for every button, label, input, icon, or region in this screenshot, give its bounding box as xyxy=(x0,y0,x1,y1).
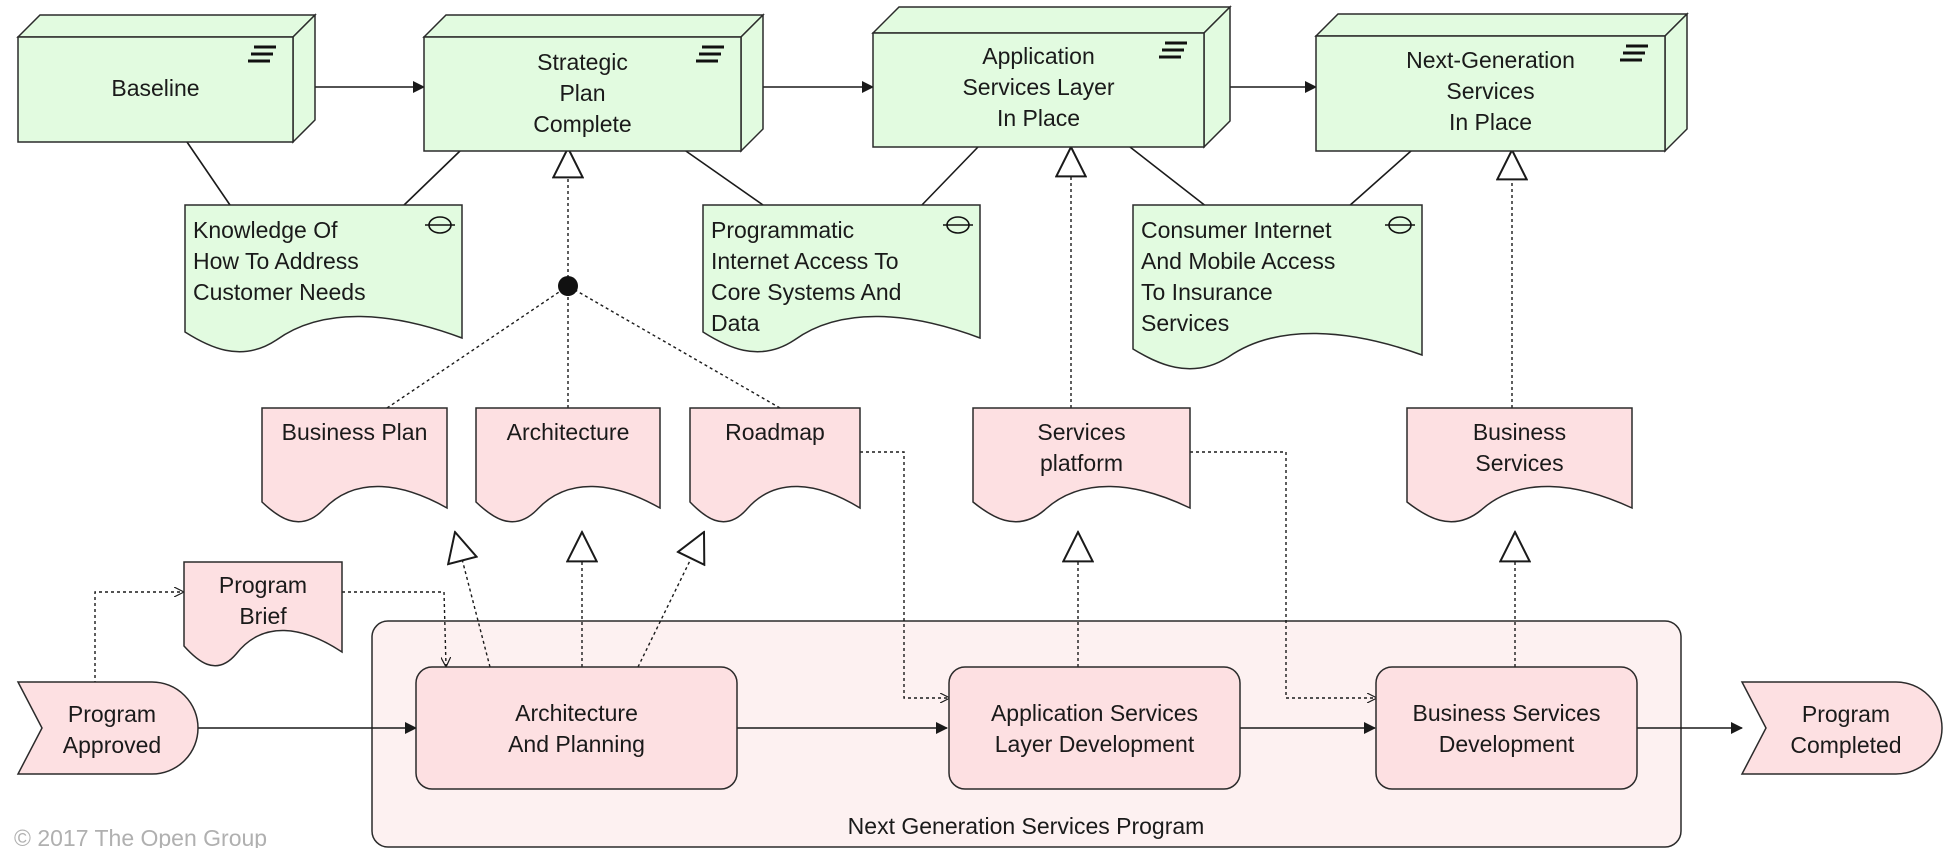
plateau-baseline-line: Baseline xyxy=(111,75,199,101)
plateau-next-generation-services-line: In Place xyxy=(1449,109,1532,135)
deliverable-business-plan[interactable]: Business Plan xyxy=(261,407,448,523)
business-plan-to-junction xyxy=(386,285,569,409)
application-consumer-link xyxy=(1129,146,1208,208)
deliverable-services-platform[interactable]: Services platform xyxy=(972,407,1191,523)
arch-planning-to-business-plan xyxy=(455,532,491,668)
stacked-lines-icon xyxy=(696,45,724,63)
plateau-baseline[interactable]: Baseline xyxy=(16,13,317,144)
event-program-completed-line: Completed xyxy=(1790,732,1901,758)
outcome-knowledge-customer-needs-line: How To Address xyxy=(193,248,359,274)
outcome-consumer-internet-mobile-line: Consumer Internet xyxy=(1141,217,1332,243)
strategic-programmatic-link xyxy=(682,148,764,206)
outcome-programmatic-internet-access-line: Programmatic xyxy=(711,217,854,243)
work-package-application-services-line: Application Services xyxy=(991,700,1198,726)
realization-connectors xyxy=(94,147,1515,698)
platform-to-business-dev-flow xyxy=(1190,451,1376,698)
approved-to-brief-flow xyxy=(94,592,183,690)
connectors xyxy=(186,81,1743,734)
deliverable-architecture[interactable]: Architecture xyxy=(475,407,661,523)
stacked-lines-icon xyxy=(248,45,276,63)
program-label: Next Generation Services Program xyxy=(848,813,1205,839)
work-package-business-services-development-line: Business Services xyxy=(1413,700,1601,726)
roadmap-to-junction xyxy=(567,285,781,409)
brief-to-arch-flow xyxy=(342,591,446,666)
and-junction xyxy=(558,276,578,296)
deliverable-program-brief-line: Brief xyxy=(239,603,287,629)
outcome-programmatic-internet-access-line: Data xyxy=(711,310,760,336)
nextgen-consumer-link xyxy=(1347,150,1412,208)
deliverable-business-services-line: Services xyxy=(1475,450,1563,476)
copyright-text: © 2017 The Open Group xyxy=(14,825,267,848)
work-package-application-services-line: Layer Development xyxy=(995,731,1195,757)
plateau-application-services-layer-line: Application xyxy=(982,43,1095,69)
deliverable-business-plan-line: Business Plan xyxy=(282,419,428,445)
baseline-knowledge-link xyxy=(186,141,231,206)
roadmap-to-app-services-flow xyxy=(860,451,949,698)
plateau-strategic-plan-complete-line: Plan xyxy=(559,80,605,106)
target-icon xyxy=(943,216,973,234)
deliverable-architecture-line: Architecture xyxy=(507,419,630,445)
outcome-knowledge-customer-needs-line: Knowledge Of xyxy=(193,217,338,243)
outcome-knowledge-customer-needs-line: Customer Needs xyxy=(193,279,366,305)
outcome-consumer-internet-mobile-line: And Mobile Access xyxy=(1141,248,1335,274)
strategic-knowledge-link xyxy=(401,150,461,208)
deliverable-services-platform-line: Services xyxy=(1037,419,1125,445)
plateau-application-services-layer-line: In Place xyxy=(997,105,1080,131)
arch-planning-to-roadmap xyxy=(637,532,704,668)
deliverable-roadmap-line: Roadmap xyxy=(725,419,825,445)
outcome-consumer-internet-mobile-line: To Insurance xyxy=(1141,279,1273,305)
application-programmatic-link xyxy=(919,146,979,208)
target-icon xyxy=(1385,216,1415,234)
deliverable-roadmap[interactable]: Roadmap xyxy=(689,407,861,523)
deliverable-services-platform-line: platform xyxy=(1040,450,1123,476)
event-program-completed-line: Program xyxy=(1802,701,1890,727)
plateau-strategic-plan-complete-line: Complete xyxy=(533,111,631,137)
outcome-consumer-internet-mobile-line: Services xyxy=(1141,310,1229,336)
event-program-approved-line: Program xyxy=(68,701,156,727)
work-package-business-services-development-line: Development xyxy=(1439,731,1575,757)
outcome-programmatic-internet-access-line: Internet Access To xyxy=(711,248,899,274)
stacked-lines-icon xyxy=(1159,41,1187,59)
stacked-lines-icon xyxy=(1620,44,1648,62)
plateau-next-generation-services-line: Services xyxy=(1446,78,1534,104)
outcome-programmatic-internet-access-line: Core Systems And xyxy=(711,279,901,305)
target-icon xyxy=(425,216,455,234)
work-package-architecture-planning-line: Architecture xyxy=(515,700,638,726)
plateau-strategic-plan-complete-line: Strategic xyxy=(537,49,628,75)
plateau-next-generation-services-line: Next-Generation xyxy=(1406,47,1575,73)
event-program-approved-line: Approved xyxy=(63,732,161,758)
deliverable-program-brief-line: Program xyxy=(219,572,307,598)
deliverable-business-services-line: Business xyxy=(1473,419,1566,445)
plateau-application-services-layer-line: Services Layer xyxy=(962,74,1114,100)
work-package-architecture-planning-line: And Planning xyxy=(508,731,645,757)
